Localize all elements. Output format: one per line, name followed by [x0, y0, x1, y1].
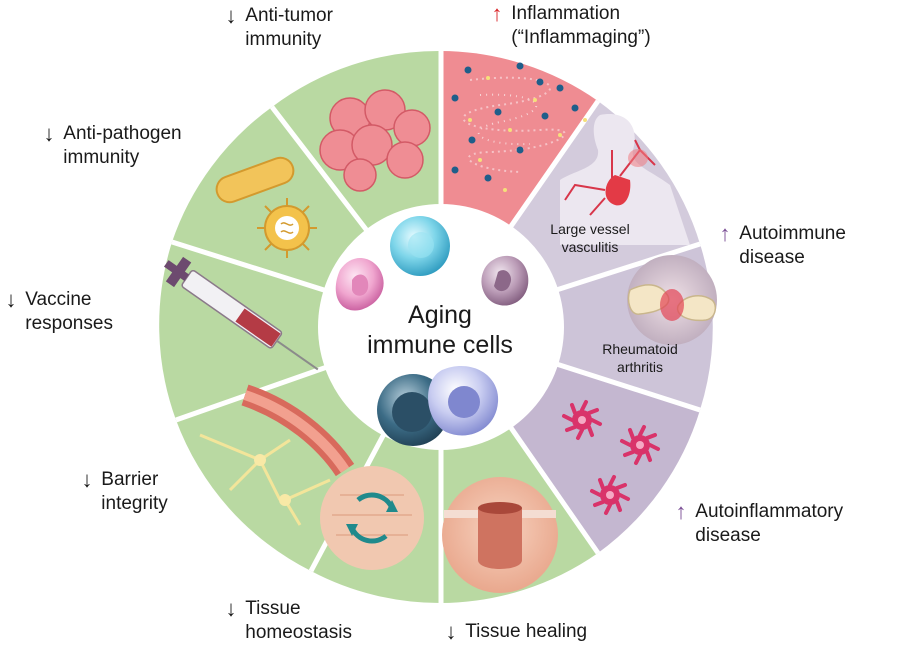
- autoinflammatory-cells-illustration: [562, 400, 660, 515]
- vaccine-line2: responses: [25, 313, 113, 334]
- anti-tumor-cluster-illustration: [319, 89, 431, 192]
- anti-pathogen-line2: immunity: [63, 147, 140, 168]
- tissue-healing-label: ↓ Tissue healing: [442, 619, 588, 646]
- vasculitis-body-illustration: [560, 114, 690, 245]
- down-arrow-icon: ↓: [225, 3, 237, 28]
- center-title-line1: Aging: [408, 301, 472, 329]
- autoinflammatory-line1: Autoinflammatory: [695, 501, 844, 522]
- tissue-healing-line1: Tissue healing: [465, 621, 588, 642]
- autoimmune-label: ↑ Autoimmune disease: [716, 222, 846, 270]
- inflammation-label: ↑ Inflammation (“Inflammaging”): [488, 2, 651, 50]
- vaccine-line1: Vaccine: [25, 289, 92, 310]
- vasculitis-label: Large vessel vasculitis: [530, 220, 650, 256]
- homeostasis-label: ↓ Tissue homeostasis: [222, 597, 352, 645]
- homeostasis-line2: homeostasis: [245, 622, 352, 643]
- vaccine-syringe-illustration: [163, 256, 319, 371]
- barrier-line1: Barrier: [101, 469, 159, 490]
- anti-tumor-label: ↓ Anti-tumor immunity: [222, 4, 333, 52]
- anti-pathogen-illustration: [215, 156, 317, 258]
- autoimmune-line2: disease: [739, 247, 805, 268]
- vasculitis-label-line1: Large vessel: [550, 221, 630, 237]
- center-title: Aging immune cells: [330, 300, 550, 360]
- down-arrow-icon: ↓: [43, 121, 55, 146]
- homeostasis-line1: Tissue: [245, 598, 301, 619]
- anti-pathogen-label: ↓ Anti-pathogen immunity: [40, 122, 182, 170]
- anti-tumor-line1: Anti-tumor: [245, 5, 333, 26]
- up-arrow-icon: ↑: [491, 1, 503, 26]
- autoinflammatory-label: ↑ Autoinflammatory disease: [672, 499, 844, 548]
- up-arrow-icon: ↑: [675, 499, 687, 524]
- barrier-line2: integrity: [101, 493, 168, 514]
- barrier-integrity-illustration: [199, 384, 355, 526]
- tissue-homeostasis-illustration: [320, 466, 424, 570]
- inflammation-swirl-illustration: [451, 62, 587, 192]
- arthritis-label-line2: arthritis: [617, 359, 663, 375]
- vaccine-label: ↓ Vaccine responses: [2, 288, 113, 336]
- arthritis-joint-illustration: [627, 255, 717, 345]
- immune-cells: [335, 216, 529, 446]
- segment-vaccine: [159, 242, 442, 420]
- anti-pathogen-line1: Anti-pathogen: [63, 123, 182, 144]
- down-arrow-icon: ↓: [225, 596, 237, 621]
- autoinflammatory-line2: disease: [695, 525, 761, 546]
- barrier-label: ↓ Barrier integrity: [78, 468, 168, 516]
- down-arrow-icon: ↓: [5, 287, 17, 312]
- down-arrow-icon: ↓: [81, 467, 93, 492]
- arthritis-label: Rheumatoid arthritis: [575, 340, 705, 376]
- anti-tumor-line2: immunity: [245, 29, 322, 50]
- up-arrow-icon: ↑: [719, 221, 731, 246]
- arthritis-label-line1: Rheumatoid: [602, 341, 678, 357]
- inflammation-line2: (“Inflammaging”): [511, 27, 651, 48]
- center-title-line2: immune cells: [367, 331, 513, 359]
- tissue-healing-wound-illustration: [442, 477, 558, 593]
- down-arrow-icon: ↓: [445, 619, 457, 644]
- inflammation-line1: Inflammation: [511, 3, 621, 24]
- autoimmune-line1: Autoimmune: [739, 223, 846, 244]
- vasculitis-label-line2: vasculitis: [561, 239, 619, 255]
